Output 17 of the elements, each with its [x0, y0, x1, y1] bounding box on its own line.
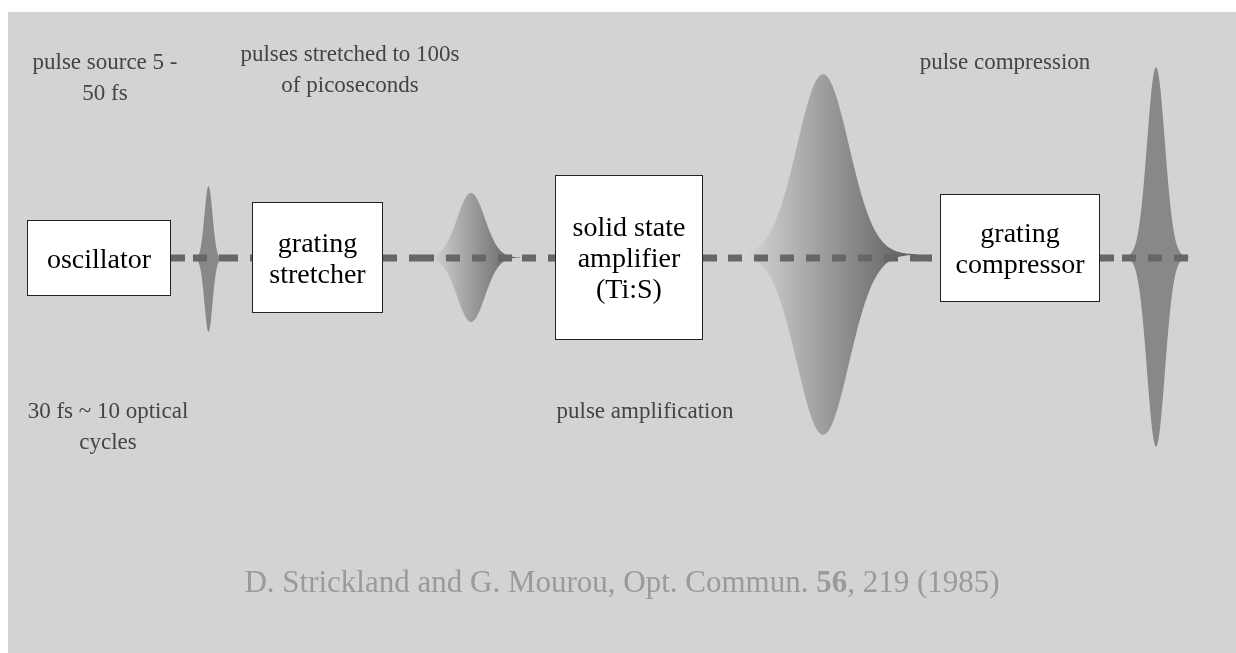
- box-label: grating compressor: [954, 217, 1086, 279]
- process-box: [555, 175, 703, 340]
- annotation-text: pulses stretched to 100s of picoseconds: [240, 40, 460, 99]
- beam-path: [224, 254, 252, 262]
- annotation-text: pulse compression: [918, 48, 1092, 76]
- annotation-text: pulse amplification: [555, 397, 735, 425]
- box-label: solid state amplifier (Ti:S): [571, 211, 687, 304]
- citation-caption: D. Strickland and G. Mourou, Opt. Commun. 56, 219 (1985): [243, 564, 1001, 600]
- annotation-text: 30 fs ~ 10 optical cycles: [26, 397, 190, 456]
- beam-path: [383, 254, 420, 262]
- box-label: grating stretcher: [268, 226, 367, 289]
- beam-path: [522, 254, 555, 262]
- annotation-text: pulse source 5 - 50 fs: [31, 48, 179, 107]
- box-label: oscillator: [46, 242, 152, 274]
- process-box: [27, 220, 171, 296]
- process-box: [252, 202, 383, 313]
- process-box: [940, 194, 1100, 302]
